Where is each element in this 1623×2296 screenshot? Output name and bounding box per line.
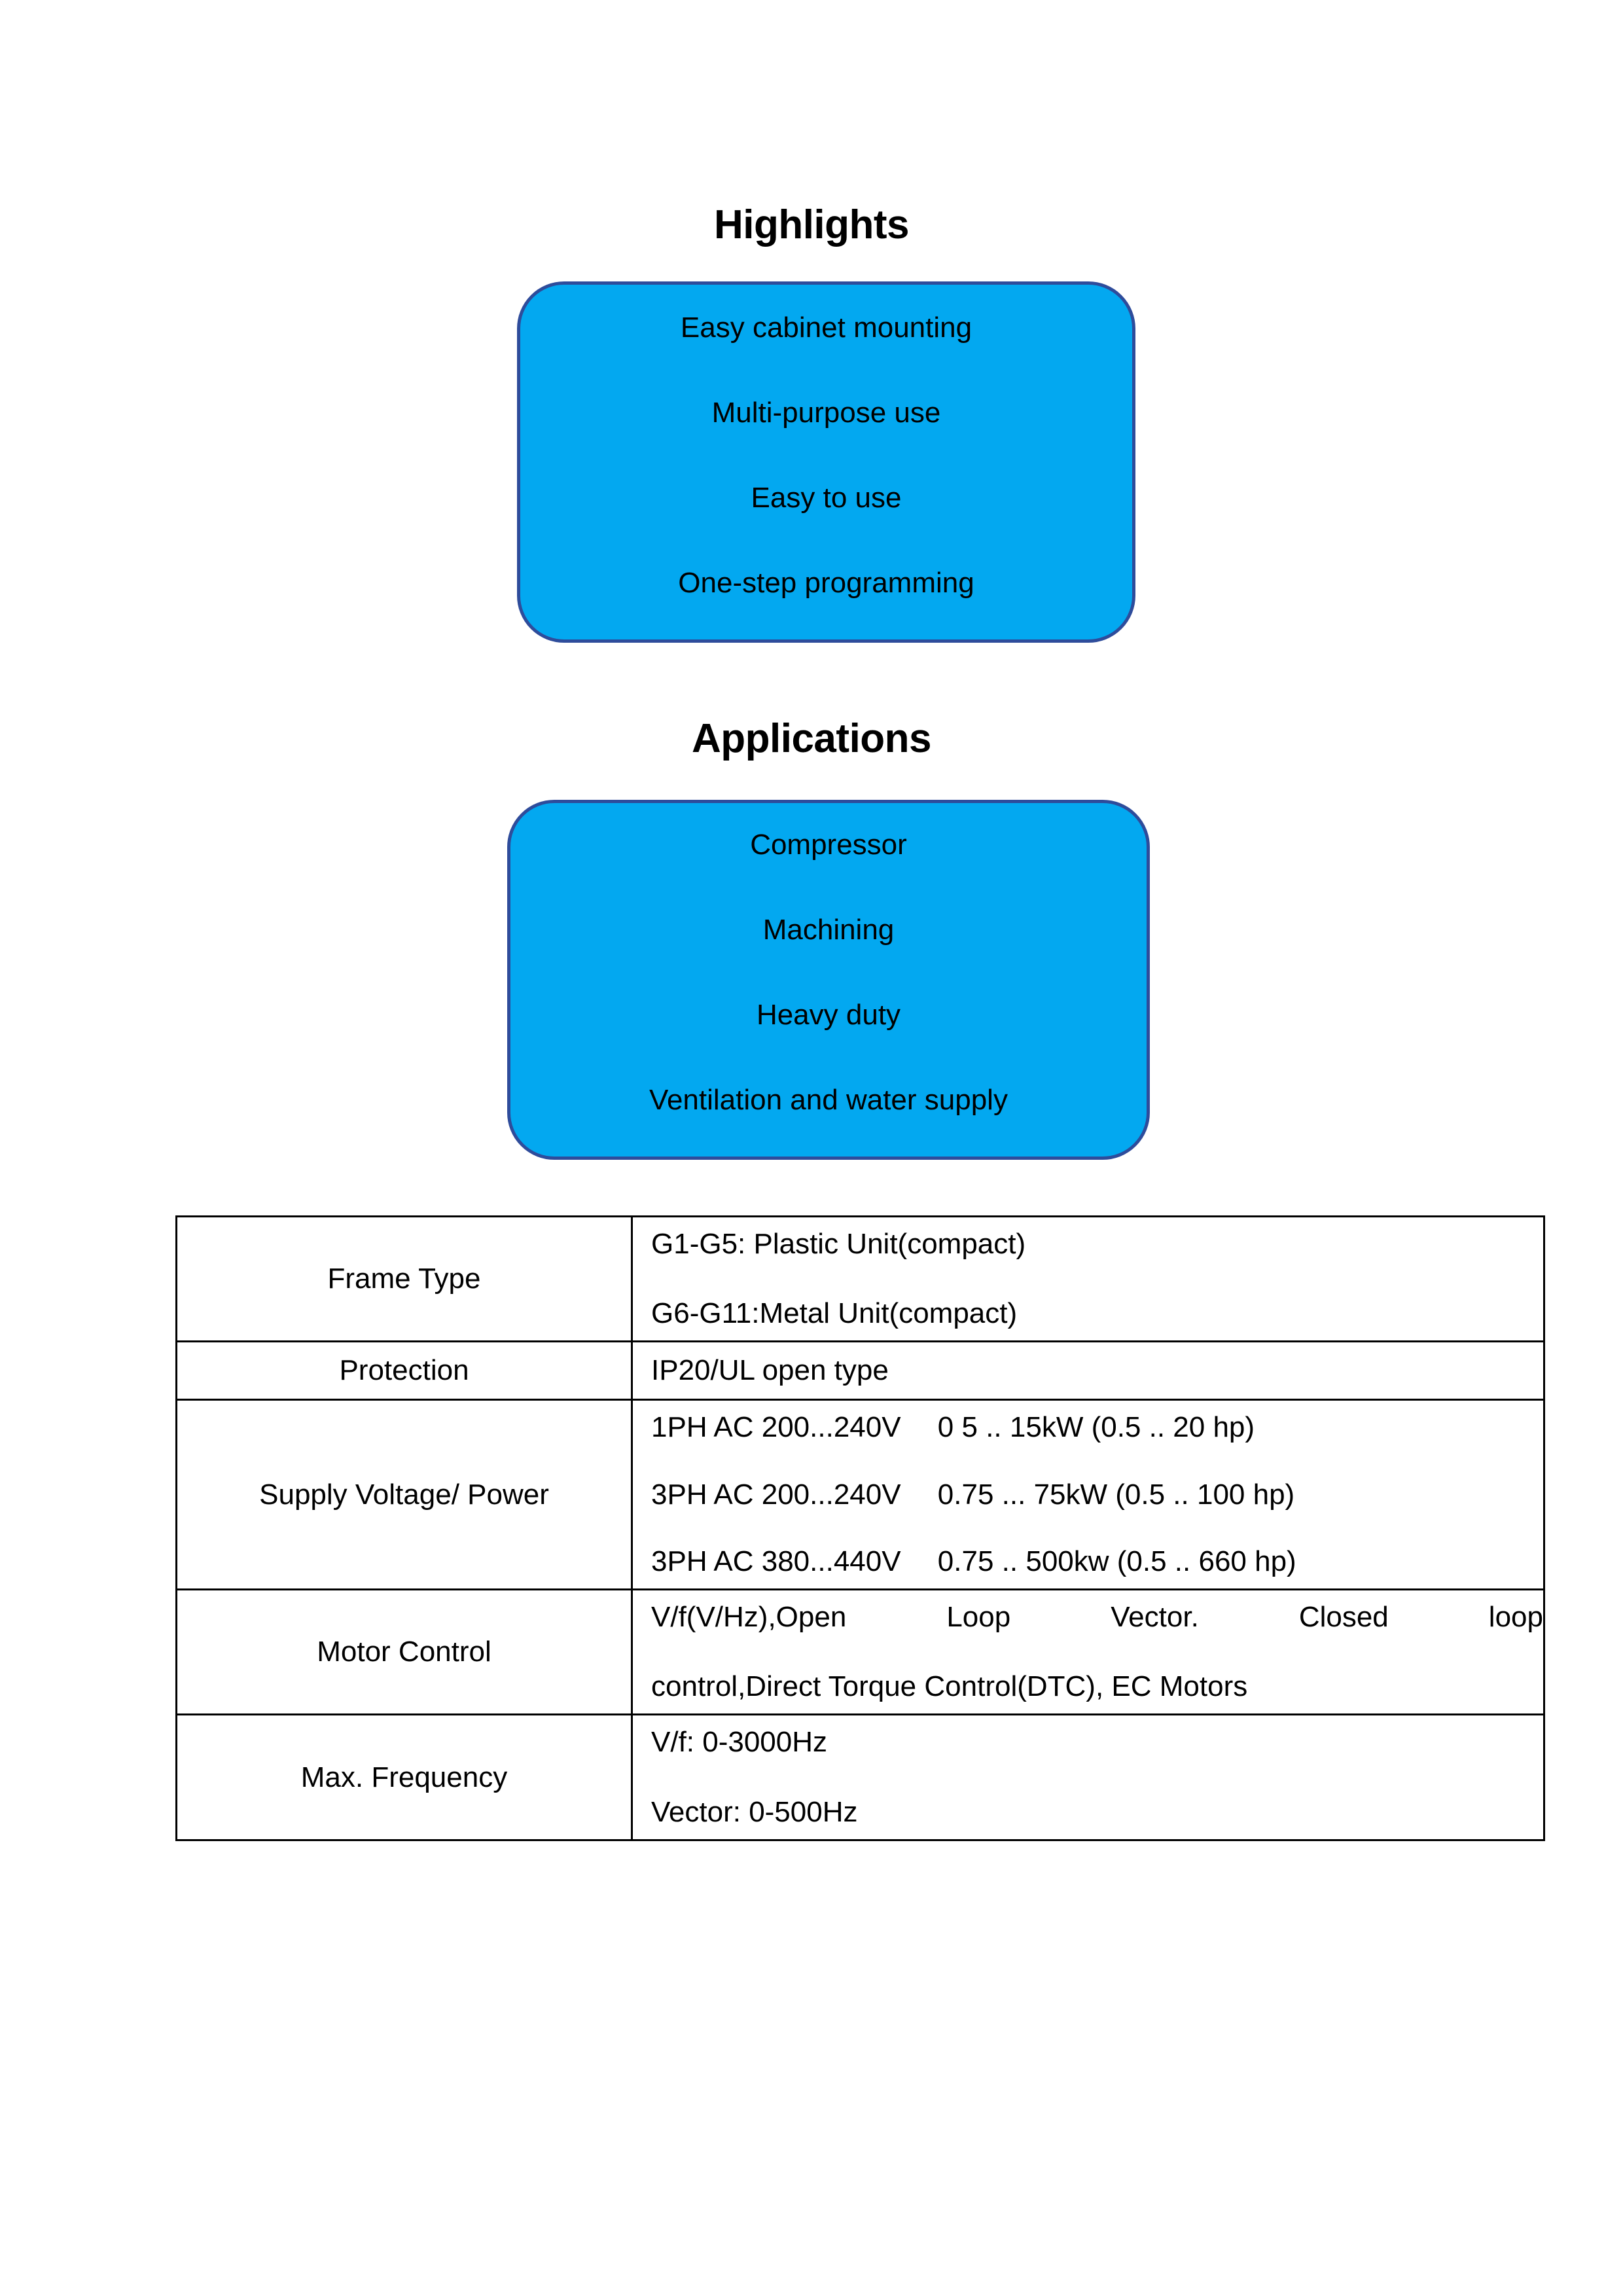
highlights-item: Multi-purpose use [711,397,941,429]
table-row: Motor Control V/f(V/Hz),Open Loop Vector… [175,1588,1545,1716]
applications-item: Compressor [750,829,907,861]
spec-value-line: G1-G5: Plastic Unit(compact) [651,1228,1026,1260]
spec-value: 1PH AC 200...240V 0 5 .. 15kW (0.5 .. 20… [631,1399,1545,1590]
spec-value: V/f(V/Hz),Open Loop Vector. Closed loop … [631,1588,1545,1716]
spec-value-line: IP20/UL open type [651,1354,889,1387]
spec-value-line: 3PH AC 380...440V 0.75 .. 500kw (0.5 .. … [651,1545,1296,1577]
applications-item: Ventilation and water supply [649,1084,1008,1116]
table-row: Max. Frequency V/f: 0-3000Hz Vector: 0-5… [175,1713,1545,1841]
spec-value-line: G6-G11:Metal Unit(compact) [651,1297,1018,1330]
table-row: Frame Type G1-G5: Plastic Unit(compact) … [175,1215,1545,1343]
applications-heading: Applications [691,716,932,761]
highlights-item: One-step programming [678,567,974,599]
spec-value-line: control,Direct Torque Control(DTC), EC M… [651,1670,1248,1703]
spec-value-line: 3PH AC 200...240V 0.75 ... 75kW (0.5 .. … [651,1478,1295,1511]
highlights-item: Easy to use [751,482,902,514]
spec-label: Max. Frequency [175,1713,633,1841]
spec-value-line: V/f(V/Hz),Open Loop Vector. Closed loop [651,1600,1543,1633]
table-row: Protection IP20/UL open type [175,1340,1545,1401]
spec-label: Protection [175,1340,633,1401]
highlights-heading: Highlights [713,202,910,247]
applications-callout-box: Compressor Machining Heavy duty Ventilat… [507,800,1150,1160]
applications-item: Machining [762,914,895,946]
spec-value-line: V/f: 0-3000Hz [651,1726,828,1759]
highlights-callout-box: Easy cabinet mounting Multi-purpose use … [517,281,1135,643]
specification-table: Frame Type G1-G5: Plastic Unit(compact) … [175,1215,1545,1841]
spec-value-line: 1PH AC 200...240V 0 5 .. 15kW (0.5 .. 20… [651,1411,1255,1444]
spec-value: V/f: 0-3000Hz Vector: 0-500Hz [631,1713,1545,1841]
spec-value-line: Vector: 0-500Hz [651,1795,858,1828]
spec-label: Frame Type [175,1215,633,1343]
spec-label: Motor Control [175,1588,633,1716]
highlights-item: Easy cabinet mounting [680,312,972,344]
spec-value: G1-G5: Plastic Unit(compact) G6-G11:Meta… [631,1215,1545,1343]
spec-label: Supply Voltage/ Power [175,1399,633,1590]
table-row: Supply Voltage/ Power 1PH AC 200...240V … [175,1399,1545,1590]
spec-value: IP20/UL open type [631,1340,1545,1401]
applications-item: Heavy duty [756,999,901,1031]
